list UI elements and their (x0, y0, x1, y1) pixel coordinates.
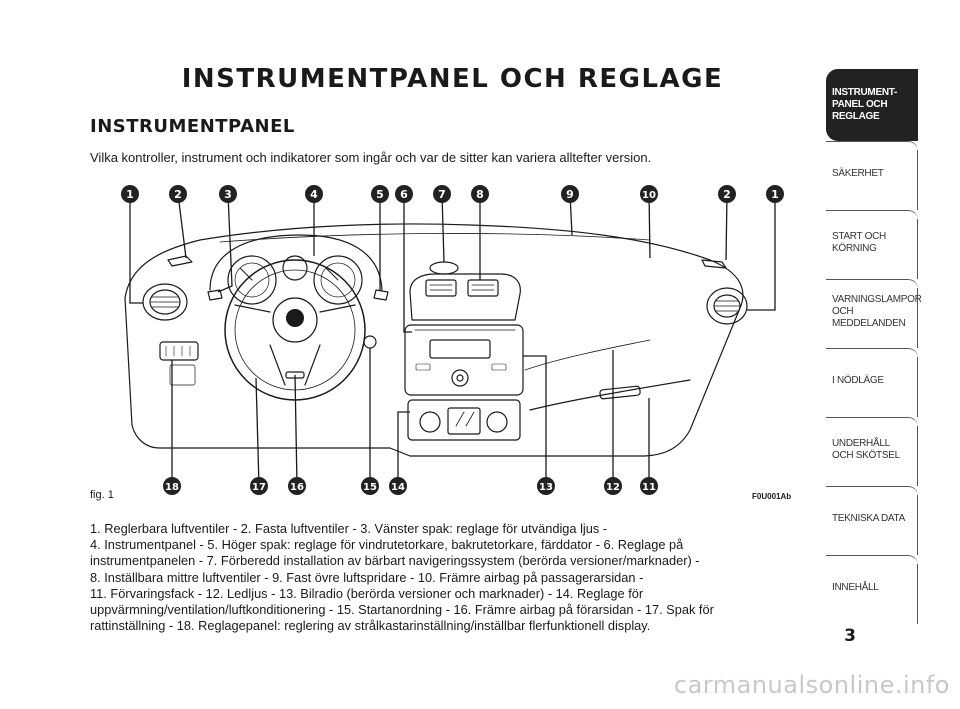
callout-1-right-label: 1 (771, 188, 779, 201)
figure-legend: 1. Reglerbara luftventiler - 2. Fasta lu… (90, 521, 795, 634)
tab-instrumentpanel[interactable]: INSTRUMENT- PANEL OCH REGLAGE (826, 69, 918, 141)
legend-line: 11. Förvaringsfack - 12. Ledljus - 13. B… (90, 585, 644, 601)
callout-15-label: 15 (363, 482, 377, 493)
callout-12 (604, 477, 622, 495)
tab-sakerhet[interactable]: SÄKERHET (826, 141, 918, 210)
figure-label: fig. 1 (90, 489, 114, 501)
left-air-vent (142, 283, 188, 321)
speedometer (313, 255, 363, 305)
tab-i-nodlage[interactable]: I NÖDLÄGE (826, 348, 918, 417)
callout-10 (640, 185, 658, 203)
tab-underhall[interactable]: UNDERHÅLL OCH SKÖTSEL (826, 417, 918, 486)
tab-varningslampor[interactable]: VARNINGSLAMPOR OCH MEDDELANDEN (826, 279, 922, 348)
tab-start-och-korning[interactable]: START OCH KÖRNING (826, 210, 918, 279)
page-title: INSTRUMENTPANEL OCH REGLAGE (181, 64, 724, 94)
ignition (363, 335, 377, 349)
section-title: INSTRUMENTPANEL (90, 116, 295, 137)
tab-tekniska-data[interactable]: TEKNISKA DATA (826, 486, 918, 555)
page-number: 3 (844, 626, 856, 646)
driver-airbag (272, 297, 318, 343)
tab-innehall[interactable]: INNEHÅLL (826, 555, 918, 624)
callout-5-label: 5 (376, 188, 384, 201)
callout-2-label: 2 (174, 188, 182, 201)
bottom-callouts: 18 17 16 15 14 13 12 11 (163, 477, 658, 495)
legend-line: 8. Inställbara mittre luftventiler - 9. … (90, 569, 644, 585)
callout-4-label: 4 (310, 188, 318, 201)
dashboard-illustration: 1 2 3 4 5 6 7 8 9 10 2 1 18 17 16 15 14 (121, 185, 784, 495)
callout-8 (471, 185, 489, 203)
legend-line: rattinställning - 18. Reglagepanel: regl… (90, 618, 651, 634)
figure-code: F0U001Ab (752, 492, 792, 501)
callout-13-label: 13 (539, 482, 553, 493)
callout-17 (250, 477, 268, 495)
callout-16-label: 16 (290, 482, 304, 493)
callout-7-label: 7 (438, 188, 446, 201)
callout-6-label: 6 (400, 188, 408, 201)
center-air-vents (409, 273, 521, 321)
callout-3 (219, 185, 237, 203)
callout-6 (395, 185, 413, 203)
callout-1-right (766, 185, 784, 203)
callout-4 (305, 185, 323, 203)
callout-1 (121, 185, 139, 203)
dashboard-outline (124, 223, 744, 457)
callout-14 (389, 477, 407, 495)
callout-8-label: 8 (476, 188, 484, 201)
legend-line: 4. Instrumentpanel - 5. Höger spak: regl… (90, 537, 684, 553)
callout-3-label: 3 (224, 188, 232, 201)
callout-15 (361, 477, 379, 495)
callout-2-right-label: 2 (723, 188, 731, 201)
left-control-panel (159, 341, 199, 361)
watermark: carmanualsonline.info (673, 671, 950, 699)
intro-text: Vilka kontroller, instrument och indikat… (90, 150, 652, 165)
callout-18 (163, 477, 181, 495)
callout-10-label: 10 (642, 190, 656, 201)
callout-11 (640, 477, 658, 495)
callout-5 (371, 185, 389, 203)
callout-2 (169, 185, 187, 203)
top-callouts: 1 2 3 4 5 6 7 8 9 10 2 1 (121, 185, 784, 203)
legend-line: instrumentpanelen - 7. Förberedd install… (90, 553, 700, 569)
callout-2-right (718, 185, 736, 203)
glovebox (529, 379, 691, 411)
callout-12-label: 12 (606, 482, 620, 493)
callout-13 (537, 477, 555, 495)
callout-7 (433, 185, 451, 203)
callout-11-label: 11 (642, 482, 656, 493)
legend-line: 1. Reglerbara luftventiler - 2. Fasta lu… (90, 521, 608, 536)
callout-17-label: 17 (252, 482, 266, 493)
callout-9-label: 9 (566, 188, 574, 201)
callout-18-label: 18 (165, 482, 179, 493)
instrument-cluster-cowl (209, 234, 383, 291)
callout-14-label: 14 (391, 482, 405, 493)
tachometer (227, 255, 277, 305)
callout-1-label: 1 (126, 188, 134, 201)
climate-controls (407, 399, 521, 441)
right-air-vent (706, 287, 748, 325)
radio-unit (404, 324, 524, 396)
legend-line: uppvärmning/ventilation/luftkonditioneri… (90, 602, 714, 618)
callout-9 (561, 185, 579, 203)
callout-16 (288, 477, 306, 495)
chapter-tabs: INSTRUMENT- PANEL OCH REGLAGE SÄKERHET S… (826, 69, 922, 624)
